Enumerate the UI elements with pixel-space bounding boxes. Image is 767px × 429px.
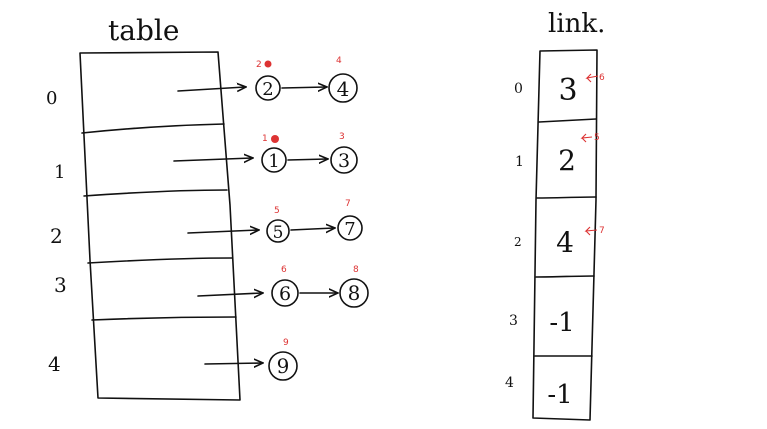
- annotation-dot: [264, 60, 272, 68]
- annotation-label: 9: [283, 338, 289, 348]
- chain-node: 9: [268, 351, 298, 381]
- annotation-label: 6: [281, 265, 287, 275]
- red-annotations: 2 4 1 3 5 7 6 8 9: [256, 56, 359, 348]
- link-value-0: 3: [558, 73, 577, 108]
- chain-node: 5: [266, 219, 290, 243]
- table-index-3: 3: [54, 273, 67, 297]
- link-value-4: -1: [547, 380, 572, 410]
- link-index-3: 3: [509, 313, 518, 329]
- link-index-2: 2: [514, 235, 522, 249]
- annotation-label: 4: [336, 56, 342, 66]
- chain-node-value: 6: [279, 283, 291, 305]
- chain-node: 4: [328, 73, 358, 103]
- pointer-row-1: [173, 158, 252, 161]
- chain-node-value: 2: [262, 79, 273, 100]
- link-value-1: 2: [558, 144, 576, 177]
- annotation-label: 2: [256, 60, 262, 70]
- table-index-4: 4: [48, 352, 61, 376]
- table-index-2: 2: [50, 224, 63, 248]
- pointer-row-4: [204, 363, 262, 364]
- chain-nodes: 2 4 1 3 5 7 6: [255, 73, 369, 381]
- next-arrow: [281, 87, 326, 88]
- chain-node: 3: [330, 146, 358, 174]
- annotation-label: 5: [274, 206, 280, 216]
- chain-node: 2: [255, 75, 281, 101]
- chain-node-value: 4: [337, 77, 350, 101]
- link-value-2: 4: [556, 226, 574, 259]
- annotation-label: 8: [353, 265, 359, 275]
- annotation-dot: [271, 135, 279, 143]
- table-title: table: [108, 14, 179, 47]
- table-index-0: 0: [46, 88, 57, 109]
- link-title: link.: [548, 9, 605, 39]
- chain-node: 1: [261, 147, 287, 173]
- row-pointers: [173, 87, 262, 364]
- chain-node: 8: [339, 278, 369, 308]
- annotation-label: 3: [339, 132, 345, 142]
- chain-node-value: 5: [273, 223, 284, 243]
- table-box: [79, 51, 241, 401]
- link-index-4: 4: [505, 375, 514, 391]
- chain-node: 6: [271, 279, 299, 307]
- link-value-3: -1: [549, 308, 574, 338]
- link-index-1: 1: [515, 154, 524, 170]
- link-indices: 0 1 2 3 4: [505, 81, 524, 391]
- link-note-0: 6: [599, 73, 605, 83]
- link-values: 3 2 4 -1 -1: [547, 73, 577, 410]
- chain-node-value: 3: [338, 150, 350, 172]
- annotation-label: 1: [262, 134, 268, 144]
- link-note-2: 7: [599, 226, 605, 236]
- next-arrow: [290, 228, 334, 230]
- link-array-box: [532, 49, 598, 421]
- pointer-row-3: [197, 293, 262, 296]
- chain-node: 7: [337, 215, 363, 241]
- chain-node-value: 8: [348, 281, 361, 305]
- annotation-label: 7: [345, 199, 351, 209]
- table-index-1: 1: [54, 162, 65, 183]
- pointer-row-2: [187, 230, 258, 233]
- pointer-row-0: [177, 87, 245, 91]
- table-row-indices: 0 1 2 3 4: [46, 88, 67, 376]
- link-note-1: 5: [594, 133, 600, 143]
- link-index-0: 0: [514, 81, 523, 97]
- link-annotations: 6 5 7: [580, 73, 605, 236]
- chain-node-value: 7: [344, 219, 355, 240]
- next-arrow: [287, 159, 327, 160]
- chain-node-value: 1: [268, 151, 279, 172]
- chain-node-value: 9: [277, 354, 290, 378]
